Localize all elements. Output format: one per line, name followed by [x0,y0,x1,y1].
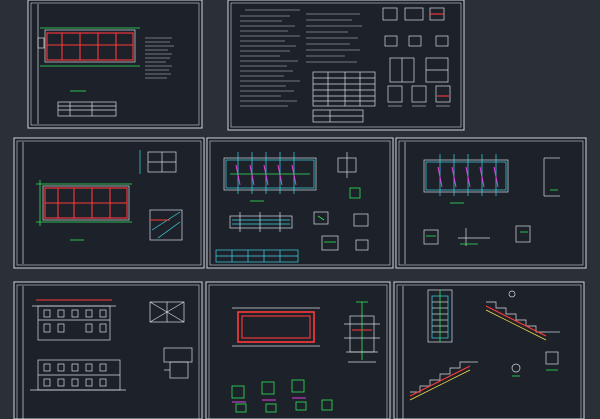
side-elevation [30,359,126,391]
sheet-7[interactable] [205,281,391,419]
column-rebar-detail [344,301,380,363]
site-plan [37,27,140,67]
roof-framing-plan [423,154,509,204]
stair-plan [427,289,453,343]
parapet-detail [543,157,560,197]
section-details [139,150,183,241]
design-notes-text [240,9,362,107]
front-elevation [32,299,116,341]
ring-beam-plan [232,307,320,347]
rebar-schedule [215,249,299,263]
beam-elevation [229,212,293,232]
gutter-details [423,225,531,246]
drawing-index-table [57,90,117,117]
sheet-6[interactable] [13,281,203,419]
roof-section [149,301,185,323]
sheet-8[interactable] [393,281,585,419]
sheet-3[interactable] [13,137,205,269]
wall-section [163,347,193,379]
sheet-2[interactable] [227,0,465,131]
floor-framing-plan [223,152,317,202]
detail-sketches [382,7,451,107]
foundation-plan [36,180,132,241]
stair-small-details [511,351,559,377]
notes-block [145,37,174,79]
sheet-4[interactable] [206,137,394,269]
column-details [313,152,369,251]
stirrup-details [231,379,333,413]
sheet-5[interactable] [395,137,587,269]
stair-section-lower [409,361,478,401]
schedule-table [312,71,376,123]
stair-section-upper [485,290,560,341]
sheet-1[interactable] [27,0,203,129]
